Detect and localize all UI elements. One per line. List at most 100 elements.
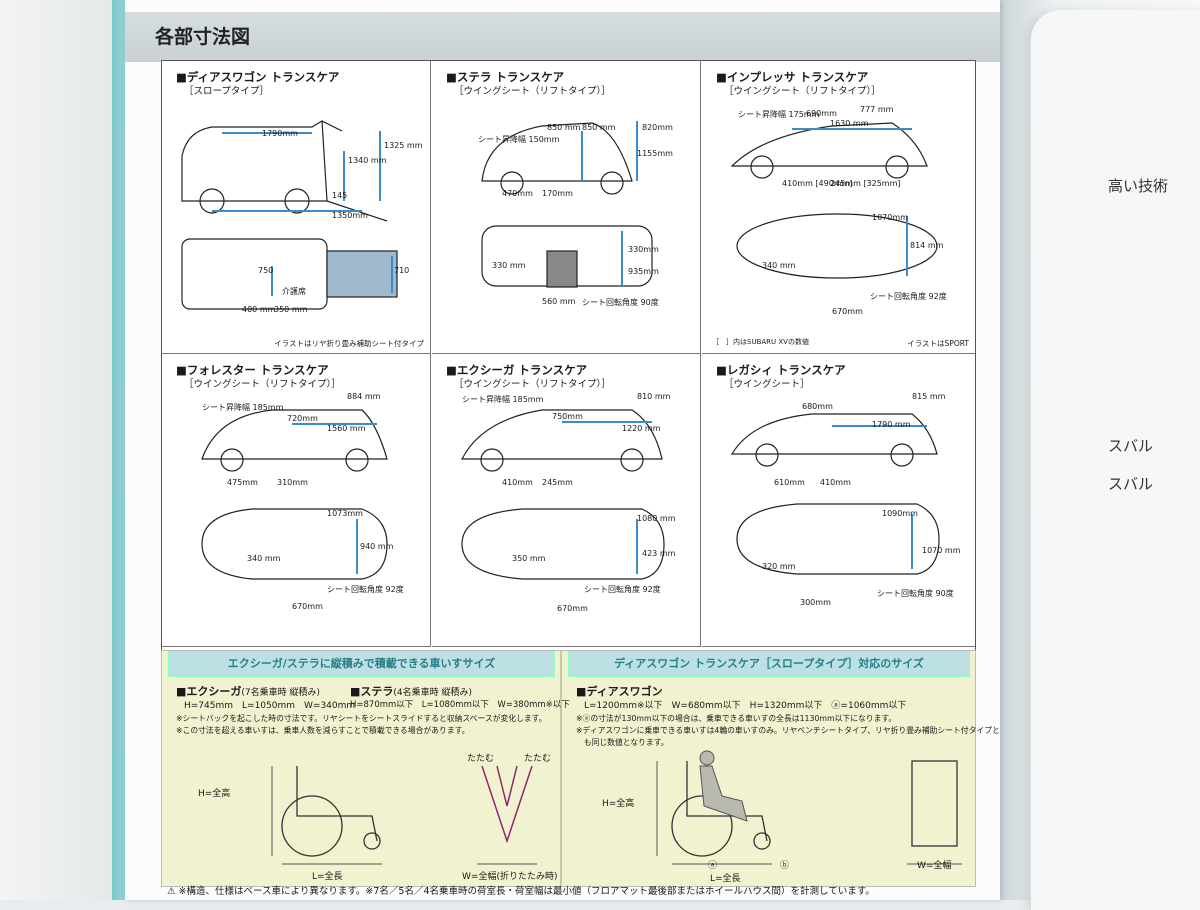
height-label-left: H=全高 [198,789,231,799]
caregiver-seat-label: 介護席 [282,287,306,296]
dim-label: 1155mm [637,149,673,158]
van-diagram [181,119,398,310]
right-note-3: も同じ数値となります。 [576,738,669,747]
left-note-1: ※シートバックを起こした時の寸法です。リヤシートをシートスライドすると収納スペー… [176,714,547,723]
background-left [0,0,125,900]
dim-label: 1790 mm [872,420,911,429]
panel-forester: ■フォレスター トランスケア ［ウイングシート（リフトタイプ）］ シート昇降幅 … [162,354,431,647]
dim-label: 815 mm [912,392,946,401]
panel-title: ■インプレッサ トランスケア [716,70,869,84]
dim-label: 410mm [820,478,851,487]
seat-rotation-label: シート回転角度 92度 [870,292,947,301]
dim-label: 423 mm [642,549,676,558]
dim-label: 1560 mm [327,424,366,433]
next-page-text-2: スバル [1108,437,1154,455]
dimension-a-label: ⓐ [708,861,718,871]
panel-note: イラストはリヤ折り畳み補助シート付タイプ [274,339,424,348]
panel-title: ■ステラ トランスケア [446,70,565,84]
dim-label: 1340 mm [348,156,387,165]
dim-label: 850 mm [547,123,581,132]
wagon-diagram [730,413,940,575]
panel-subtitle: ［ウイングシート（リフトタイプ）］ [454,379,611,390]
dim-label: 1350mm [332,211,368,220]
footer-text: ※構造、仕様はベース車により異なります。※7名／5名／4名乗車時の荷室長・荷室幅… [178,886,875,897]
stella-sub: (4名乗車時 縦積み) [393,688,473,698]
panel-title: ■レガシィ トランスケア [716,363,846,377]
section-tab-left: エクシーガ/ステラに縦積みで積載できる車いすサイズ [168,651,555,677]
dim-label: 1630 mm [830,119,869,128]
dim-label: 145 [332,191,348,200]
dim-label: 330mm [628,245,659,254]
dim-label: 245mm [542,478,573,487]
panel-title: ■ディアスワゴン トランスケア [176,70,340,84]
panel-exiga: ■エクシーガ トランスケア ［ウイングシート（リフトタイプ）］ シート昇降幅 1… [432,354,701,647]
dim-label: 750 [258,266,274,275]
car-diagram [481,121,653,288]
fold-label-2: たたむ [524,754,552,764]
stella-values: H=870mm以下 L=1080mm以下 W=380mm※以下 [350,700,570,710]
height-label-right: H=全高 [602,799,635,809]
dim-label: 940 mm [360,542,394,551]
dim-label: 720mm [287,414,318,423]
dim-label: 814 mm [910,241,944,250]
right-note-2: ※ディアスワゴンに乗車できる車いすは4輪の車いすのみ。リヤベンチシートタイプ、リ… [576,726,1000,735]
seat-lift-label: シート昇降幅 185mm [462,395,544,404]
panel-note-xv: ［ ］内はSUBARU XVの数値 [712,338,809,346]
dim-label: 935mm [628,267,659,276]
dim-label: 410mm [502,478,533,487]
dim-label: 330 mm [492,261,526,270]
footer-note: ⚠ ※構造、仕様はベース車により異なります。※7名／5名／4名乗車時の荷室長・荷… [167,883,875,897]
dim-label: 670mm [292,602,323,611]
dim-label: 884 mm [347,392,381,401]
next-page-text-3: スバル [1108,475,1154,493]
section-tab-right: ディアスワゴン トランスケア［スロープタイプ］対応のサイズ [568,651,970,677]
dim-label: 1325 mm [384,141,423,150]
dias-heading: ■ディアスワゴン [576,685,663,698]
panel-subtitle: ［ウイングシート（リフトタイプ）］ [184,379,341,390]
dim-label: 310mm [277,478,308,487]
exiga-values: H=745mm L=1050mm W=340mm [184,701,356,711]
seat-rotation-label: シート回転角度 90度 [877,589,954,598]
panel-subtitle: ［スロープタイプ］ [184,86,269,97]
wheelchair-size-section: エクシーガ/ステラに縦積みで積載できる車いすサイズ ディアスワゴン トランスケア… [161,650,1000,887]
dim-label: 1790mm [262,129,298,138]
width-label-left: W=全幅(折りたたみ時) [462,872,558,882]
page-title: 各部寸法図 [155,26,251,48]
dim-label: 850 mm [582,123,616,132]
section-divider [560,651,562,886]
panel-dias-wagon: ■ディアスワゴン トランスケア ［スロープタイプ］ 1790mm 1325 mm [162,61,431,354]
dim-label: 810 mm [637,392,671,401]
length-label-right: L=全長 [710,874,741,884]
stella-heading: ■ステラ [350,685,394,698]
next-page-text-1: 高い技術 [1108,177,1169,195]
dim-label: 300mm [800,598,831,607]
seat-lift-label: シート昇降幅 150mm [478,135,560,144]
dim-label: 710 [394,266,410,275]
panel-subtitle: ［ウイングシート（リフトタイプ）］ [724,86,881,97]
wheelchair-folded-diagram [271,765,537,865]
dim-label: 1070mm [872,213,908,222]
dim-label: 1220 mm [622,424,661,433]
dim-label: 1073mm [327,509,363,518]
dim-label: 350 mm [274,305,308,314]
width-label-right: W=全幅 [917,861,952,871]
wheelchair-occupied-diagram [656,750,962,865]
dim-label: 320 mm [762,562,796,571]
dimension-b-label: ⓑ [780,861,790,871]
seat-lift-label: シート昇降幅 185mm [202,403,284,412]
next-page [1030,10,1200,910]
brochure-page: 各部寸法図 ■ディアスワゴン トランスケア ［スロープタイプ］ [125,0,1000,900]
left-note-2: ※この寸法を超える車いすは、乗車人数を減らすことで積載できる場合があります。 [176,726,470,735]
dim-label: 475mm [227,478,258,487]
dias-values: L=1200mm※以下 W=680mm以下 H=1320mm以下 ⓐ=1060m… [584,701,907,711]
suv-diagram [201,409,388,580]
warning-icon: ⚠ [167,886,179,897]
dim-label: 350 mm [512,554,546,563]
dim-label: 777 mm [860,105,894,114]
dim-label: 1080 mm [637,514,676,523]
seat-rotation-label: シート回転角度 90度 [582,298,659,307]
fold-label-1: たたむ [467,754,495,764]
minivan-diagram [461,409,665,580]
panel-legacy: ■レガシィ トランスケア ［ウイングシート］ 815 mm 680mm 1790… [702,354,975,647]
length-label-left: L=全長 [312,872,343,882]
